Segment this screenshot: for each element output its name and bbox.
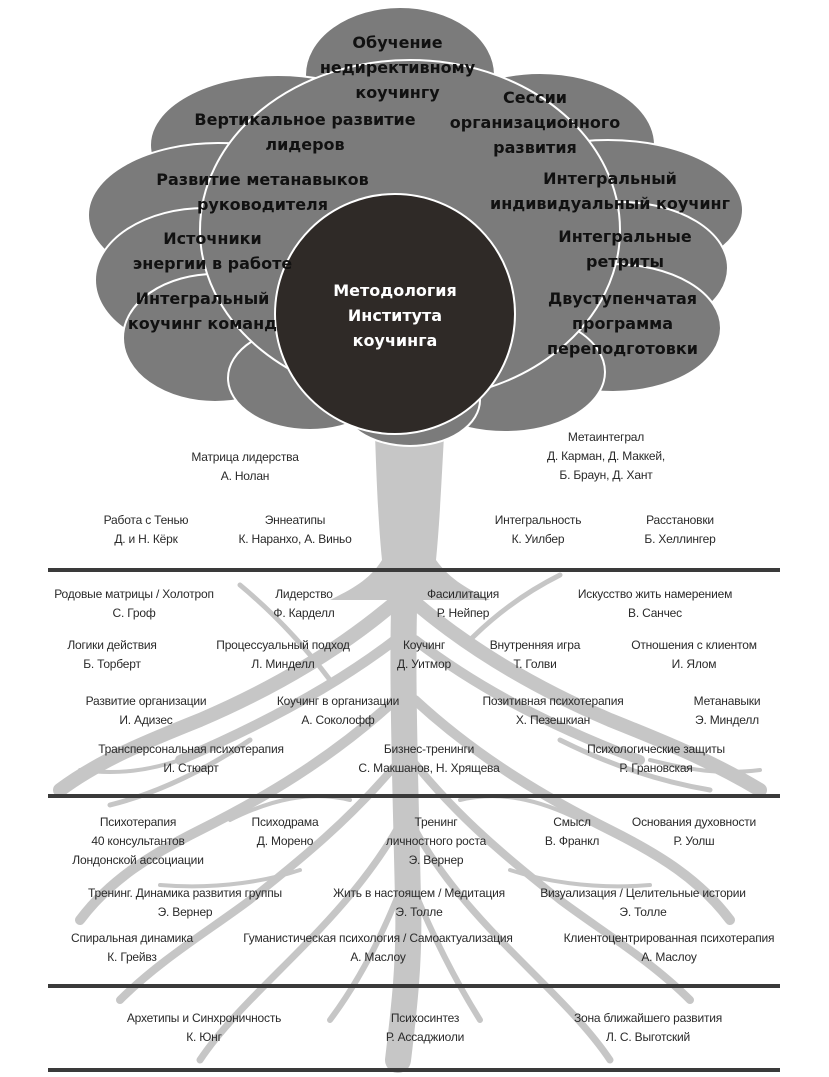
divider-4 [48,1068,780,1072]
root-right-7 [467,572,563,643]
crown-item-nondirective: Обучение недирективному коучингу [319,33,476,102]
source-humanistic: Гуманистическая психология / Самоактуали… [243,931,513,964]
tree-trunk [330,400,490,600]
root-left-8 [107,737,253,808]
crown-item-energy: Источники энергии в работе [132,229,293,273]
crown-item-metaskills: Развитие метанавыков руководителя [156,170,369,214]
center-circle [274,193,516,435]
crown-item-integral-individual: Интегральный индивидуальный коучинг [490,169,730,213]
root-left-9 [158,868,302,889]
crown-item-two-stage: Двуступенчатая программа переподготовки [547,289,698,358]
root-left-3 [75,695,400,925]
root-left-4 [116,756,404,1004]
crown-item-vertical: Вертикальное развитие лидеров [194,110,416,154]
root-right-1 [405,593,767,797]
root-right-5 [406,816,614,1064]
divider-2 [48,794,780,798]
root-right-3 [410,695,735,925]
crown-item-retreats: Интегральные ретриты [558,227,692,271]
center-title: Методология Института коучинга [333,281,457,350]
root-right-4 [408,756,694,1004]
divider-1 [48,568,780,572]
root-right-9 [508,868,652,889]
root-right-2 [410,635,645,765]
root-right-8 [557,737,713,793]
root-right-11 [648,758,762,774]
root-main [385,527,422,1073]
divider-3 [48,984,780,988]
crown-item-sessions: Сессии организационного развития [449,88,621,157]
tree-roots [53,527,767,1073]
root-left-11 [78,758,182,774]
root-right-6 [407,877,483,1023]
root-left-1 [53,593,405,797]
crown-item-team: Интегральный коучинг команд [127,289,278,333]
root-left-5 [196,816,406,1064]
root-left-6 [327,877,407,1023]
root-left-7 [237,582,333,683]
root-left-2 [175,635,400,765]
